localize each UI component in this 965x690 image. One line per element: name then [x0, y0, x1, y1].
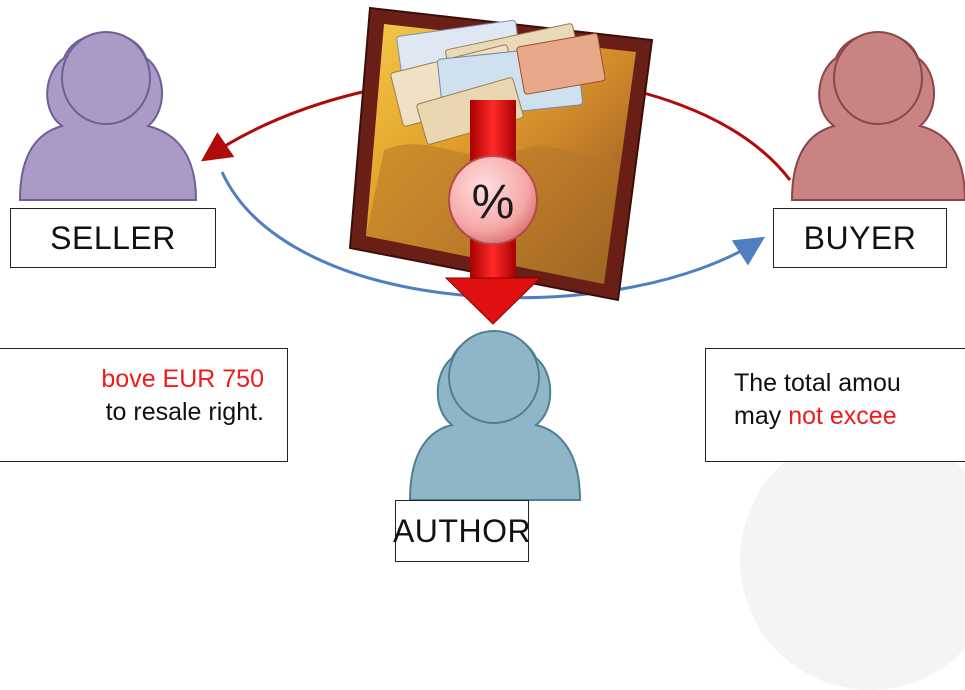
diagram-graphics: % — [18, 6, 965, 501]
right-note-line-2-prefix: may — [734, 402, 789, 430]
buyer-person-icon — [790, 31, 965, 201]
left-threshold-note: bove EUR 750 to resale right. — [0, 348, 288, 462]
seller-label: SELLER — [10, 208, 216, 268]
seller-label-text: SELLER — [50, 219, 176, 256]
right-note-line-1: The total amou — [734, 369, 901, 397]
right-note-line-2-highlight: not excee — [788, 402, 897, 430]
seller-person-icon — [18, 31, 198, 201]
percent-symbol: % — [472, 176, 515, 229]
right-note-line-2: may not excee — [734, 400, 965, 433]
left-note-line-1: bove EUR 750 — [101, 365, 264, 393]
buyer-label: BUYER — [773, 208, 947, 268]
buyer-label-text: BUYER — [803, 219, 917, 256]
percent-badge-icon — [448, 155, 538, 245]
author-person-icon — [408, 330, 582, 501]
left-note-line-2: to resale right. — [105, 398, 264, 426]
resale-right-diagram: % SELLER BUYER AUTHOR bove EUR 750 to re… — [0, 6, 965, 690]
right-cap-note: The total amou may not excee — [705, 348, 965, 462]
author-label: AUTHOR — [392, 500, 532, 562]
author-label-text: AUTHOR — [392, 512, 532, 549]
